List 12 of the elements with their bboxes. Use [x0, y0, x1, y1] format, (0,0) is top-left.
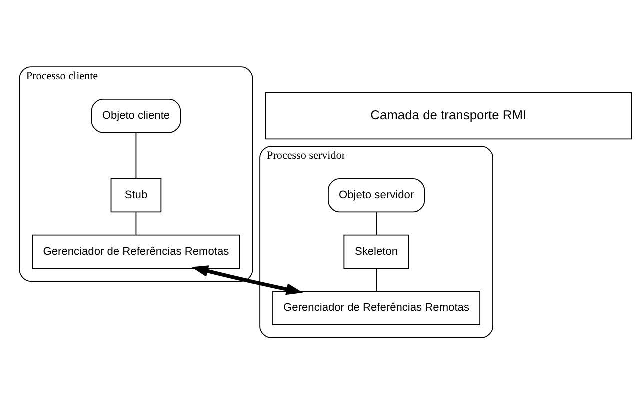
node-box: Camada de transporte RMI: [265, 92, 632, 140]
node-box: Skeleton: [344, 234, 410, 269]
connector: [376, 211, 377, 236]
connector: [136, 211, 137, 236]
node-box: Objeto cliente: [91, 98, 182, 133]
arrow: [192, 265, 304, 295]
node-box: Objeto servidor: [328, 178, 426, 212]
node-box: Gerenciador de Referências Remotas: [272, 290, 481, 325]
connector: [376, 268, 377, 292]
node-box: Stub: [110, 178, 162, 212]
connector: [136, 132, 137, 179]
node-box: Gerenciador de Referências Remotas: [32, 234, 240, 269]
